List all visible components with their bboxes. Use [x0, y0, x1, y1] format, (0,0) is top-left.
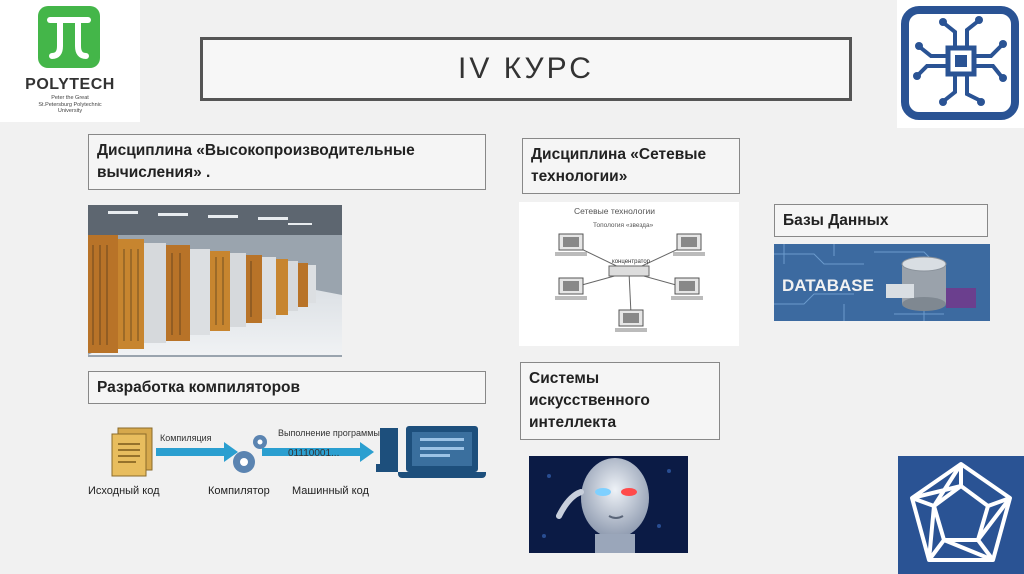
machine-code-label: Машинный код	[292, 485, 369, 497]
compile-label: Компиляция	[160, 433, 212, 443]
crystal-icon	[910, 462, 1012, 562]
gears-icon	[233, 435, 267, 473]
pi-logo-icon	[38, 6, 100, 68]
label-networks: Дисциплина «Сетевые технологии»	[522, 138, 740, 194]
logo-subtitle: Peter the Great St.Petersburg Polytechni…	[38, 95, 102, 114]
network-image-title: Сетевые технологии	[574, 206, 655, 216]
laptop-screen-icon	[406, 426, 478, 472]
compiler-diagram: Компиляция Выполнение программы 01110001…	[88, 422, 398, 502]
slide-title: IV КУРС	[458, 52, 594, 85]
source-code-document-icon	[111, 427, 153, 477]
laptop-base-icon	[398, 472, 486, 478]
polytech-logo: POLYTECH Peter the Great St.Petersburg P…	[0, 0, 140, 122]
logo-brand: POLYTECH	[25, 76, 115, 93]
program-run-label: Выполнение программы	[278, 428, 380, 438]
source-code-label: Исходный код	[88, 485, 160, 497]
circuit-chip-icon	[901, 6, 1019, 120]
laptop-icon	[376, 428, 398, 472]
database-image-text: DATABASE	[782, 276, 874, 295]
network-image-subtitle: Топология «звезда»	[593, 222, 654, 229]
machine-bits-label: 01110001...	[288, 448, 339, 459]
label-hpc: Дисциплина «Высокопроизводительные вычис…	[88, 134, 486, 190]
network-topology-image: Сетевые технологии Топология «звезда» ко…	[519, 202, 739, 346]
crystal-icon-panel	[898, 456, 1024, 574]
compiler-label: Компилятор	[208, 485, 270, 497]
label-databases: Базы Данных	[774, 204, 988, 237]
circuit-chip-icon-panel	[897, 0, 1024, 128]
label-compilers: Разработка компиляторов	[88, 371, 486, 404]
ai-robot-image	[529, 456, 688, 553]
supercomputer-image	[88, 205, 342, 357]
slide-title-box: IV КУРС	[200, 37, 852, 101]
network-hub-label: концентратор	[612, 259, 651, 265]
database-image: DATABASE	[774, 244, 990, 321]
label-ai: Системы искусственного интеллекта	[520, 362, 720, 440]
